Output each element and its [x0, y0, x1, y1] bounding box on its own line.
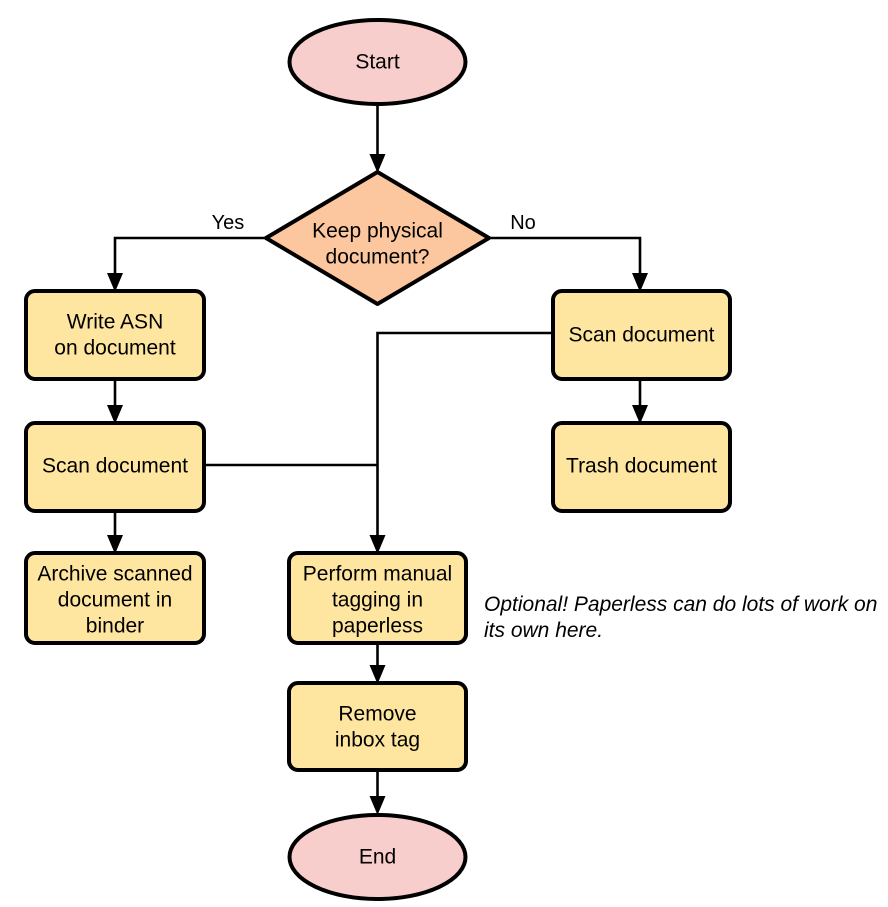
edge-line-decision-no — [489, 236, 642, 282]
remove-inbox-label-line2: inbox tag — [335, 729, 420, 752]
archive-box[interactable] — [24, 551, 206, 645]
end-label: End — [359, 846, 396, 869]
tagging-label-line3: paperless — [332, 615, 423, 638]
edge-line-scanright-tagging — [376, 331, 553, 544]
arrowhead-scanright-tagging — [369, 535, 386, 554]
archive-label-line3: binder — [86, 615, 144, 638]
node-scan-document-right[interactable]: Scan document — [551, 289, 732, 381]
node-decision-keep-physical-document[interactable]: Keep physical document? — [264, 170, 491, 306]
node-write-asn-on-document[interactable]: Write ASN on document — [24, 289, 206, 381]
node-start[interactable]: Start — [287, 18, 468, 106]
node-archive-scanned-document[interactable]: Archive scanned document in binder — [24, 551, 206, 645]
write-asn-box[interactable] — [24, 289, 206, 381]
node-trash-document[interactable]: Trash document — [551, 421, 732, 513]
node-end[interactable]: End — [287, 813, 468, 901]
archive-label-line1: Archive scanned — [37, 563, 192, 586]
edge-decision-yes: Yes — [107, 212, 266, 292]
trash-document-box[interactable] — [551, 421, 732, 513]
edge-scanright-to-tagging — [369, 331, 553, 554]
scan-document-left-label: Scan document — [42, 455, 188, 478]
annotation-line1: Optional! Paperless can do lots of work … — [484, 593, 877, 616]
edge-tagging-to-removeinbox — [369, 643, 386, 684]
edge-line-decision-yes — [113, 236, 266, 282]
remove-inbox-label-line1: Remove — [338, 703, 416, 726]
arrowhead-removeinbox-end — [369, 796, 386, 815]
decision-label-line2: document? — [326, 246, 430, 269]
archive-label-line2: document in — [58, 589, 172, 612]
arrowhead-decision-no — [632, 273, 648, 292]
decision-diamond[interactable] — [264, 170, 491, 306]
edge-label-yes: Yes — [212, 212, 245, 234]
tagging-label-line2: tagging in — [332, 589, 423, 612]
write-asn-label-line2: on document — [54, 337, 176, 360]
annotation-line2: its own here. — [484, 619, 603, 642]
arrowhead-decision-yes — [107, 273, 123, 292]
arrowhead-scanright-trash — [632, 405, 648, 424]
node-remove-inbox-tag[interactable]: Remove inbox tag — [287, 681, 468, 772]
edge-removeinbox-to-end — [369, 770, 386, 815]
remove-inbox-tag-box[interactable] — [287, 681, 468, 772]
arrowhead-start-decision — [369, 154, 386, 173]
node-scan-document-left[interactable]: Scan document — [24, 421, 206, 513]
tagging-label-line1: Perform manual — [303, 563, 452, 586]
start-ellipse[interactable] — [287, 18, 468, 106]
edge-scanleft-to-archive — [107, 511, 123, 554]
arrowhead-writeasn-scanleft — [107, 405, 123, 424]
edge-start-to-decision — [369, 104, 386, 173]
annotation-optional-note: Optional! Paperless can do lots of work … — [484, 593, 877, 642]
edge-scanright-to-trash — [632, 379, 648, 424]
start-label: Start — [355, 51, 400, 74]
edge-decision-no: No — [489, 212, 648, 292]
scan-document-left-box[interactable] — [24, 421, 206, 513]
trash-document-label: Trash document — [566, 455, 717, 478]
write-asn-label-line1: Write ASN — [67, 311, 163, 334]
arrowhead-tagging-removeinbox — [369, 665, 386, 684]
end-ellipse[interactable] — [287, 813, 468, 901]
decision-label-line1: Keep physical — [312, 220, 443, 243]
edge-writeasn-to-scanleft — [107, 379, 123, 424]
node-perform-manual-tagging[interactable]: Perform manual tagging in paperless — [287, 551, 468, 645]
edge-label-no: No — [510, 212, 536, 234]
tagging-box[interactable] — [287, 551, 468, 645]
scan-document-right-label: Scan document — [569, 324, 715, 347]
scan-document-right-box[interactable] — [551, 289, 732, 381]
arrowhead-scanleft-archive — [107, 535, 123, 554]
